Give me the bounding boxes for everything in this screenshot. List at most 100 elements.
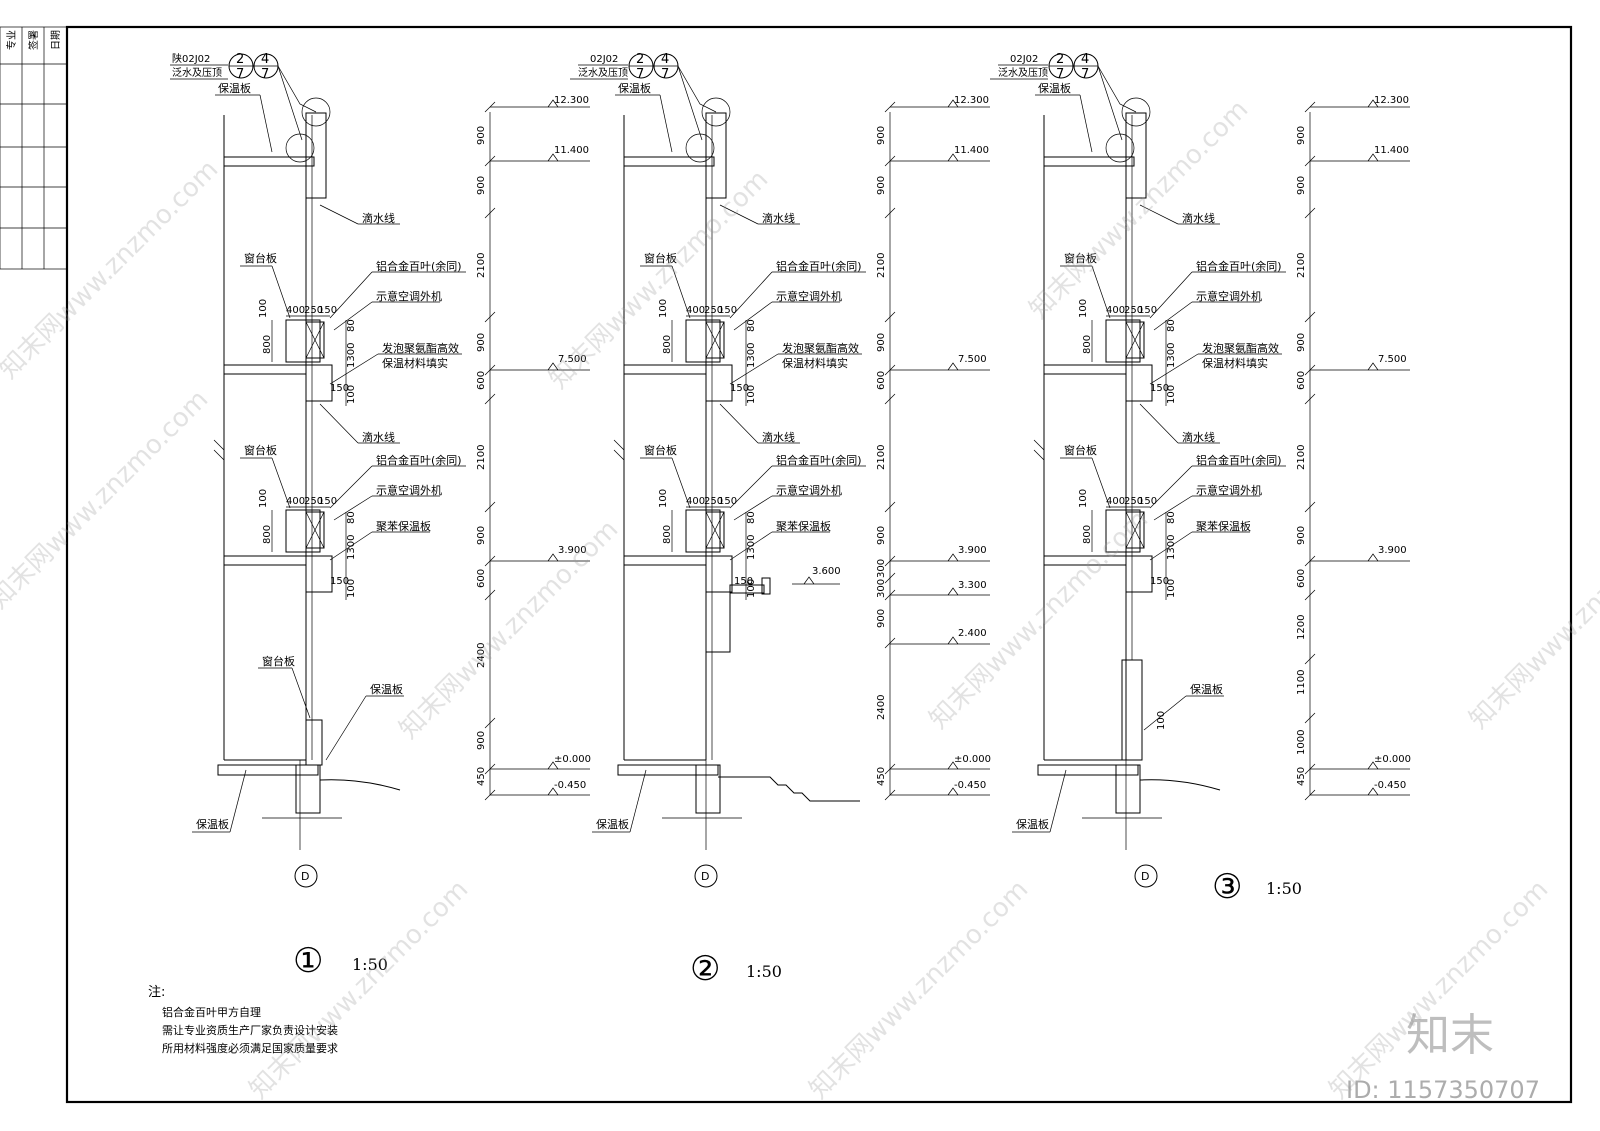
ref-code: 02J02 — [1010, 54, 1038, 65]
ref-circle-bottom: 7 — [261, 67, 269, 82]
label-ac-unit: 示意空调外机 — [376, 483, 442, 497]
dim-small: 80 — [1166, 319, 1177, 332]
watermark-text: 知末网www.znzmo.com — [1464, 504, 1600, 735]
dim-value: 900 — [876, 526, 887, 545]
dim-value: 900 — [476, 333, 487, 352]
label-insulation-board: 保温板 — [218, 81, 251, 95]
dim-value: 1000 — [1296, 730, 1307, 755]
dim-small: 80 — [746, 319, 757, 332]
dim-value: 900 — [476, 731, 487, 750]
label-drip-line: 滴水线 — [1182, 430, 1215, 444]
dim-value: 900 — [876, 176, 887, 195]
elevation-value: 2.400 — [958, 628, 987, 639]
elevation-value: -0.450 — [1374, 780, 1406, 791]
label-drip-line: 滴水线 — [762, 430, 795, 444]
watermark-text: 知末网www.znzmo.com — [244, 874, 475, 1105]
section-scale: 1:50 — [746, 962, 782, 981]
dim-small: 1300 — [1166, 535, 1177, 560]
label-window-sill: 窗台板 — [244, 251, 277, 265]
elevation-value: 3.300 — [958, 580, 987, 591]
label-insulation-board: 保温板 — [618, 81, 651, 95]
dim-value: 900 — [876, 126, 887, 145]
dim-small: 100 — [346, 579, 357, 598]
notes: 注: 铝合金百叶甲方自理 需让专业资质生产厂家负责设计安装 所用材料强度必须满足… — [148, 985, 338, 1055]
section-3: 02J02 泛水及压顶 2 7 4 7 保温板 — [990, 52, 1411, 907]
dim-small: 250 — [304, 305, 323, 316]
dim-small: 400 — [686, 496, 705, 507]
dim-value: 2100 — [876, 445, 887, 470]
notes-line: 铝合金百叶甲方自理 — [162, 1005, 261, 1019]
label-louver: 铝合金百叶(余同) — [776, 453, 862, 467]
dim-small: 100 — [1078, 299, 1089, 318]
elevation-value: 7.500 — [958, 354, 987, 365]
dim-value: 900 — [1296, 126, 1307, 145]
axis-label: D — [701, 870, 709, 883]
dim-small: 400 — [286, 496, 305, 507]
label-louver: 铝合金百叶(余同) — [1196, 259, 1282, 273]
dim-value: 900 — [1296, 526, 1307, 545]
dim-small: 150 — [1138, 496, 1157, 507]
label-window-sill: 窗台板 — [1064, 443, 1097, 457]
sheet-border — [65, 25, 1573, 1104]
label-drip-line: 滴水线 — [762, 211, 795, 225]
dim-small: 100 — [746, 579, 757, 598]
dim-value: 600 — [1296, 569, 1307, 588]
dim-small: 100 — [658, 299, 669, 318]
elevation-value: 3.900 — [1378, 545, 1407, 556]
dim-small: 1300 — [346, 535, 357, 560]
elevation-value: -0.450 — [954, 780, 986, 791]
elevation-value: 3.900 — [558, 545, 587, 556]
dim-small: 1300 — [346, 343, 357, 368]
elevation-value: ±0.000 — [1374, 754, 1411, 765]
watermark-text: 知末网www.znzmo.com — [1324, 874, 1555, 1105]
dim-small: 100 — [658, 489, 669, 508]
section-number: ② — [690, 949, 720, 989]
dim-small: 1300 — [1166, 343, 1177, 368]
label-louver: 铝合金百叶(余同) — [376, 259, 462, 273]
watermarks: 知末网www.znzmo.com 知末网www.znzmo.com 知末网www… — [0, 94, 1600, 1105]
dim-value: 900 — [876, 609, 887, 628]
ref-circle-bottom: 7 — [661, 67, 669, 82]
elevation-value: 11.400 — [554, 145, 589, 156]
dim-small: 100 — [1156, 711, 1167, 730]
notes-line: 所用材料强度必须满足国家质量要求 — [162, 1041, 338, 1055]
dim-small: 250 — [704, 496, 723, 507]
dim-value: 300 — [876, 559, 887, 578]
dim-small: 250 — [304, 496, 323, 507]
notes-line: 需让专业资质生产厂家负责设计安装 — [162, 1023, 338, 1037]
ref-desc: 泛水及压顶 — [172, 67, 222, 79]
label-foam: 发泡聚氨酯高效 — [782, 341, 859, 355]
dim-small: 400 — [286, 305, 305, 316]
dim-small: 250 — [1124, 305, 1143, 316]
dim-chain: 900 900 2100 900 600 2100 900 300 300 90… — [876, 126, 887, 786]
dim-small: 250 — [704, 305, 723, 316]
dim-small: 100 — [346, 385, 357, 404]
watermark-text: 知末网www.znzmo.com — [394, 514, 625, 745]
watermark-text: 知末网www.znzmo.com — [924, 504, 1155, 735]
dim-small: 150 — [318, 496, 337, 507]
dim-small: 800 — [262, 525, 273, 544]
dim-value: 1100 — [1296, 670, 1307, 695]
elevation-value: 7.500 — [1378, 354, 1407, 365]
label-foam: 发泡聚氨酯高效 — [1202, 341, 1279, 355]
dim-value: 600 — [476, 569, 487, 588]
dim-value: 900 — [476, 526, 487, 545]
title-block-cell: 签署 — [27, 30, 40, 50]
label-insulation-board: 保温板 — [596, 817, 629, 831]
dim-small: 800 — [262, 335, 273, 354]
dim-small: 100 — [258, 489, 269, 508]
dim-value: 2100 — [1296, 445, 1307, 470]
ref-circle-top: 4 — [661, 52, 669, 67]
label-window-sill: 窗台板 — [244, 443, 277, 457]
axis-label: D — [301, 870, 309, 883]
ref-code: 02J02 — [590, 54, 618, 65]
ref-circle-top: 4 — [1081, 52, 1089, 67]
dim-value: 2100 — [876, 253, 887, 278]
dim-small: 80 — [1166, 511, 1177, 524]
ref-circle-top: 2 — [636, 52, 644, 67]
dim-value: 600 — [876, 371, 887, 390]
section-2: 02J02 泛水及压顶 2 7 4 7 保温板 — [570, 52, 991, 989]
label-louver: 铝合金百叶(余同) — [376, 453, 462, 467]
dim-small: 100 — [1166, 385, 1177, 404]
ref-code: 陕02J02 — [172, 52, 210, 65]
